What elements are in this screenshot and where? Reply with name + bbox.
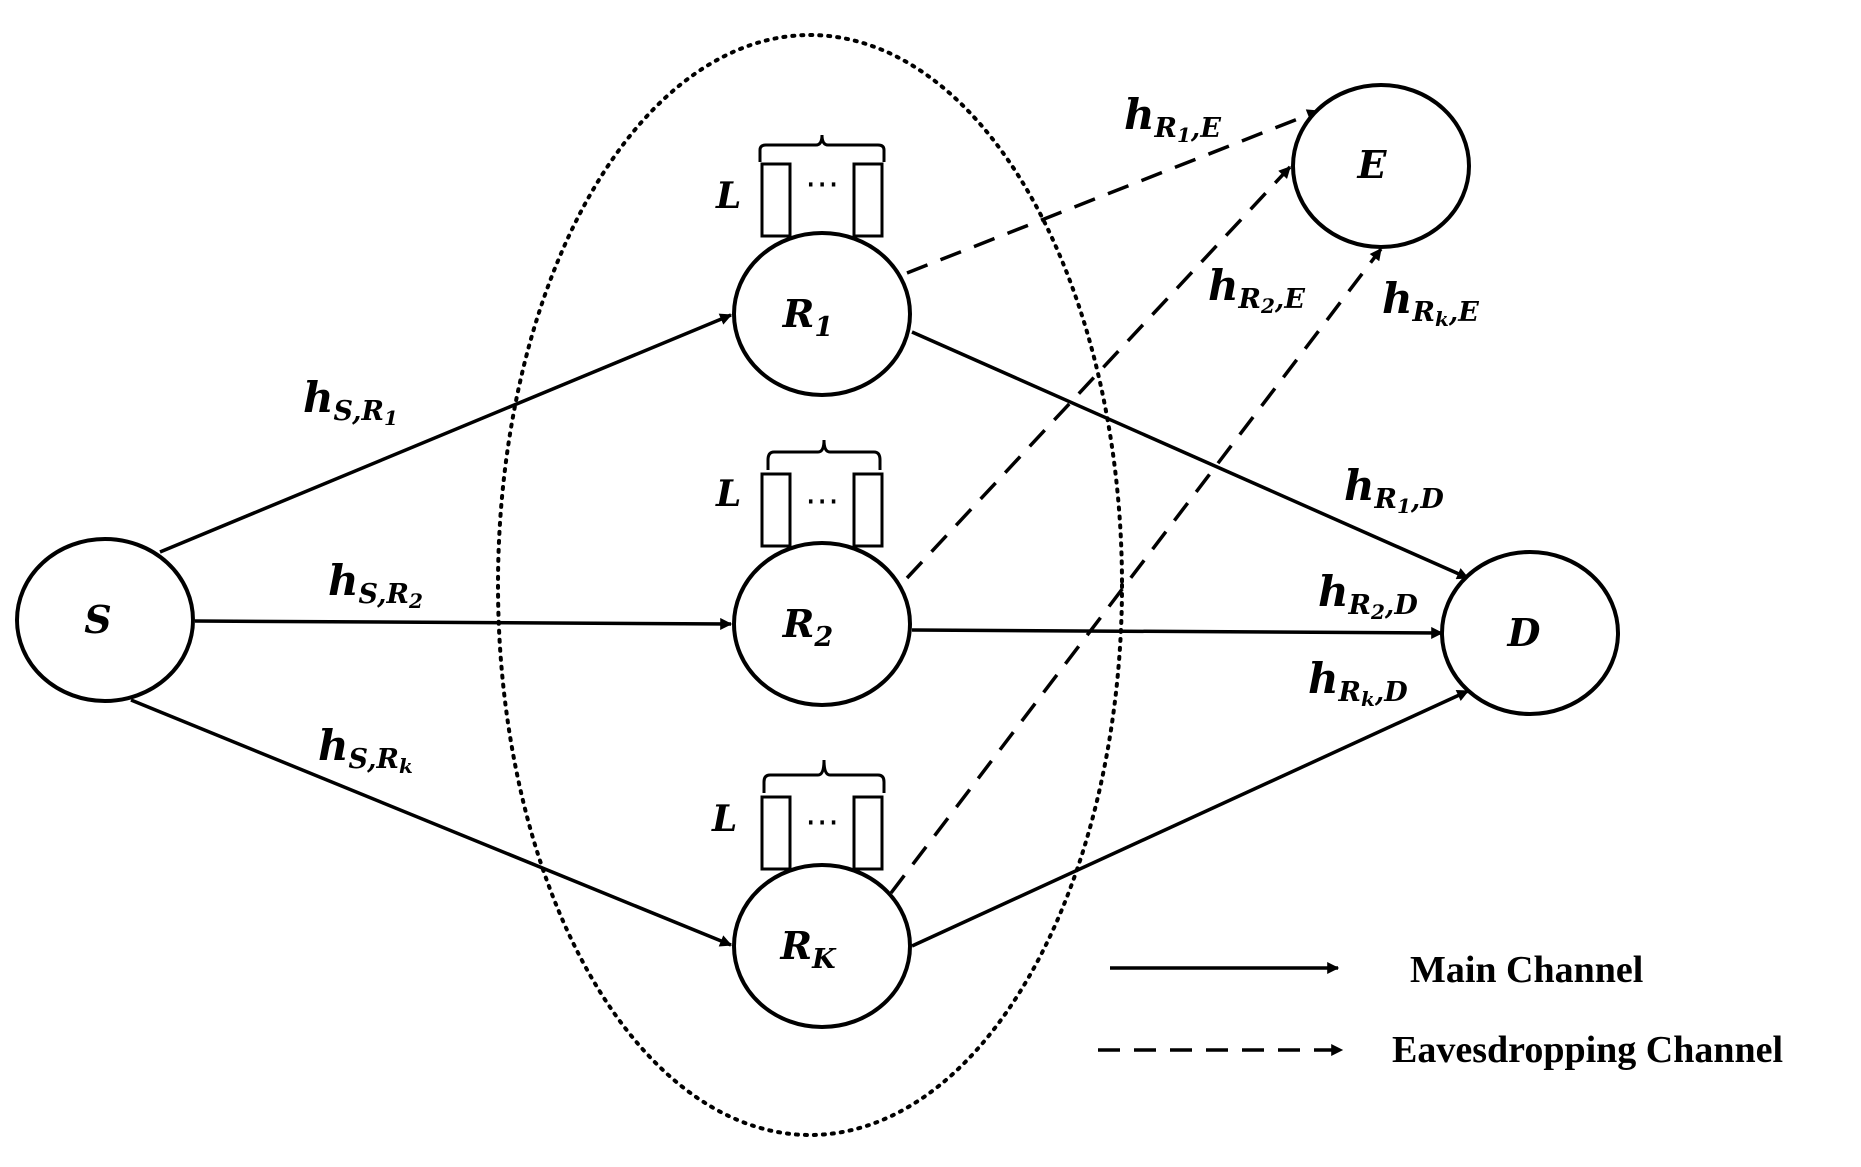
antenna-brace bbox=[762, 759, 886, 793]
label-h-s-rk: hS,Rk bbox=[318, 721, 413, 778]
antenna-label-rk: L bbox=[711, 798, 737, 840]
link-rk-e bbox=[889, 247, 1383, 895]
link-s-r1 bbox=[159, 313, 733, 554]
antenna-element bbox=[852, 472, 884, 548]
node-source: S bbox=[15, 537, 195, 703]
main-channel-links bbox=[130, 313, 1470, 948]
label-h-r2-e: hR2,E bbox=[1208, 261, 1305, 318]
antenna-ellipsis-r2: ⋯ bbox=[805, 481, 839, 521]
antenna-array-rk bbox=[760, 759, 886, 871]
antenna-element bbox=[760, 162, 792, 238]
link-r1-e bbox=[906, 109, 1320, 275]
antenna-label-r1: L bbox=[715, 175, 741, 217]
node-relay-2: R2 bbox=[732, 541, 912, 707]
link-s-rk bbox=[130, 698, 733, 947]
label-h-r2-d: hR2,D bbox=[1318, 567, 1418, 624]
node-relay-2-label: R bbox=[782, 601, 815, 646]
link-rk-d bbox=[911, 689, 1470, 948]
link-r2-e bbox=[905, 165, 1292, 580]
relay-cluster-ellipse bbox=[496, 33, 1124, 1137]
legend-main-label: Main Channel bbox=[1410, 949, 1643, 991]
label-h-s-r1: hS,R1 bbox=[303, 373, 398, 430]
node-relay-2-sub: 2 bbox=[813, 622, 833, 653]
legend: Main Channel Eavesdropping Channel bbox=[1098, 949, 1783, 1071]
node-eavesdropper: E bbox=[1291, 83, 1471, 249]
antenna-label-r2: L bbox=[715, 473, 741, 515]
node-destination: D bbox=[1440, 550, 1620, 716]
antenna-brace bbox=[766, 439, 882, 470]
label-h-rk-e: hRk,E bbox=[1382, 274, 1479, 331]
node-relay-k: RK bbox=[732, 863, 912, 1029]
svg-text:R2: R2 bbox=[782, 601, 833, 653]
antenna-element bbox=[760, 472, 792, 548]
antenna-element bbox=[760, 795, 792, 871]
label-h-s-r2: hS,R2 bbox=[328, 556, 423, 613]
antenna-element bbox=[852, 162, 884, 238]
antenna-ellipsis-rk: ⋯ bbox=[805, 802, 839, 842]
label-h-rk-d: hRk,D bbox=[1308, 654, 1408, 711]
link-r1-d bbox=[911, 330, 1470, 580]
node-eavesdropper-label: E bbox=[1357, 142, 1388, 187]
eavesdropping-links bbox=[889, 109, 1383, 895]
antenna-ellipsis-r1: ⋯ bbox=[805, 164, 839, 204]
node-relay-k-label: R bbox=[779, 923, 812, 968]
node-relay-k-sub: K bbox=[811, 944, 837, 975]
antenna-array-r2 bbox=[760, 439, 884, 548]
label-h-r1-e: hR1,E bbox=[1124, 90, 1221, 147]
link-r2-d bbox=[911, 626, 1444, 639]
label-h-r1-d: hR1,D bbox=[1344, 461, 1444, 518]
node-relay-1-sub: 1 bbox=[814, 312, 833, 343]
antenna-brace bbox=[758, 134, 886, 162]
svg-text:R1: R1 bbox=[782, 291, 833, 343]
antenna-element bbox=[852, 795, 884, 871]
svg-text:RK: RK bbox=[779, 923, 837, 975]
node-source-label: S bbox=[84, 597, 111, 642]
node-relay-1: R1 bbox=[732, 231, 912, 397]
legend-eaves-label: Eavesdropping Channel bbox=[1392, 1029, 1783, 1071]
link-s-r2 bbox=[194, 617, 733, 630]
node-destination-label: D bbox=[1507, 610, 1541, 655]
node-relay-1-label: R bbox=[782, 291, 815, 336]
antenna-array-r1 bbox=[758, 134, 886, 238]
